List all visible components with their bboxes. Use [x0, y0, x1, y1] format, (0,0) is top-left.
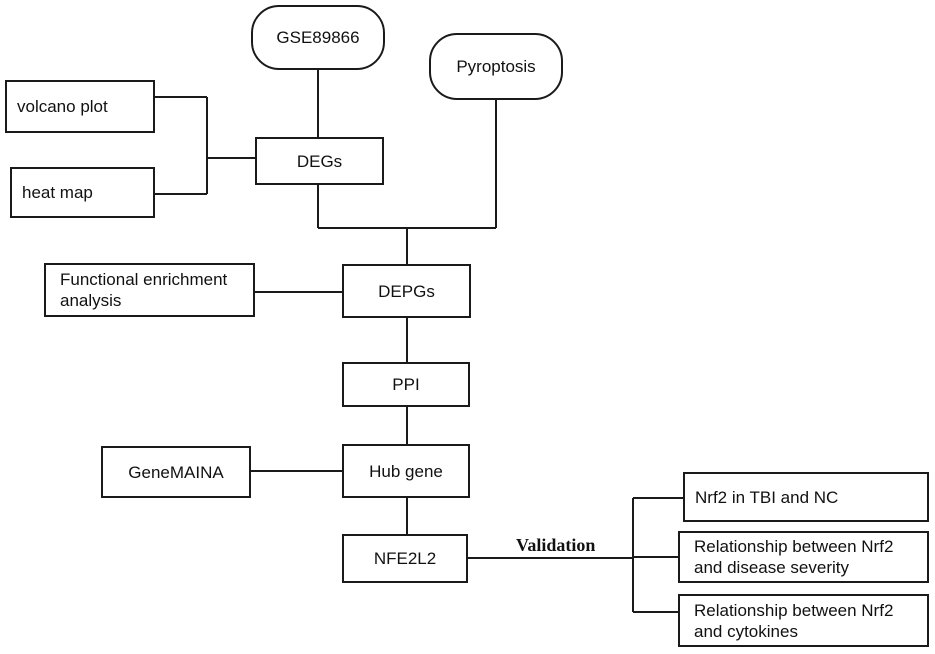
node-gse89866: GSE89866	[251, 5, 385, 70]
node-volcano-plot-label: volcano plot	[17, 97, 108, 116]
node-functional-enrichment: Functional enrichment analysis	[44, 263, 255, 317]
node-nrf2-disease-severity-line2: and disease severity	[694, 558, 849, 577]
node-genemaina: GeneMAINA	[101, 446, 251, 498]
node-pyroptosis: Pyroptosis	[429, 33, 563, 100]
node-nrf2-tbi-nc-label: Nrf2 in TBI and NC	[695, 487, 839, 507]
node-nrf2-disease-severity-line1: Relationship between Nrf2	[694, 537, 894, 556]
node-nrf2-cytokines-line1: Relationship between Nrf2	[694, 600, 894, 620]
node-functional-enrichment-line1: Functional enrichment	[60, 270, 228, 289]
node-ppi-label: PPI	[392, 375, 420, 394]
node-depgs: DEPGs	[342, 264, 471, 318]
node-functional-enrichment-line2: analysis	[60, 291, 122, 310]
node-nfe2l2-label: NFE2L2	[373, 549, 437, 568]
node-pyroptosis-label: Pyroptosis	[456, 57, 536, 76]
node-nrf2-disease-severity: Relationship between Nrf2 and disease se…	[678, 531, 929, 583]
node-nrf2-cytokines: Relationship between Nrf2 and cytokines	[678, 594, 929, 647]
node-nrf2-cytokines-line2: and cytokines	[694, 621, 798, 641]
edge-label-validation: Validation	[516, 535, 596, 555]
node-volcano-plot: volcano plot	[5, 80, 155, 133]
node-hub-gene: Hub gene	[342, 444, 470, 498]
node-ppi: PPI	[342, 362, 470, 407]
node-degs-label: DEGs	[296, 151, 343, 171]
node-genemaina-label: GeneMAINA	[128, 462, 224, 482]
node-degs: DEGs	[255, 137, 384, 185]
node-heat-map: heat map	[10, 167, 155, 218]
node-gse89866-label: GSE89866	[276, 28, 360, 47]
node-depgs-label: DEPGs	[378, 281, 435, 301]
node-heat-map-label: heat map	[22, 183, 93, 202]
node-nrf2-tbi-nc: Nrf2 in TBI and NC	[683, 472, 929, 522]
node-nfe2l2: NFE2L2	[342, 534, 468, 583]
node-hub-gene-label: Hub gene	[369, 461, 443, 481]
